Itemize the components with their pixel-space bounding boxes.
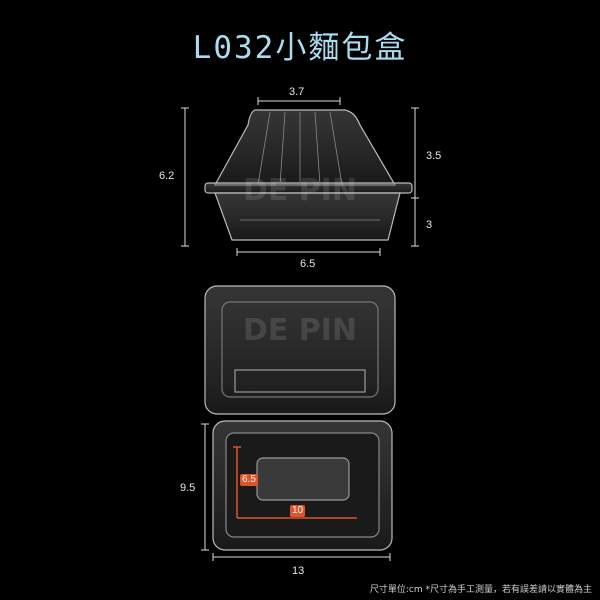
- side-total-height-label: 6.2: [159, 170, 175, 182]
- side-view-dimension-lines: [181, 97, 419, 256]
- inner-dimension-lines: [233, 446, 357, 519]
- outer-depth-label: 9.5: [180, 482, 196, 494]
- footer-note: 尺寸單位:cm *尺寸為手工測量，若有誤差請以實體為主: [369, 585, 592, 595]
- svg-text:DE PIN: DE PIN: [243, 173, 357, 208]
- outer-width-label: 13: [292, 565, 305, 577]
- side-base-height-label: 3: [426, 219, 433, 231]
- inner-width-tag: 10: [290, 505, 306, 517]
- side-lid-height-label: 3.5: [426, 150, 442, 162]
- top-view-dimension-lines: [201, 423, 391, 561]
- side-top-width-label: 3.7: [289, 86, 305, 98]
- inner-depth-tag: 6.5: [240, 474, 258, 486]
- open-lid: [204, 285, 396, 415]
- watermark: DE PIN DE PIN: [243, 173, 357, 348]
- side-bottom-width-label: 6.5: [300, 258, 316, 270]
- svg-text:DE PIN: DE PIN: [243, 313, 357, 348]
- product-title: L032小麵包盒: [192, 30, 408, 66]
- side-view-box: [204, 109, 413, 241]
